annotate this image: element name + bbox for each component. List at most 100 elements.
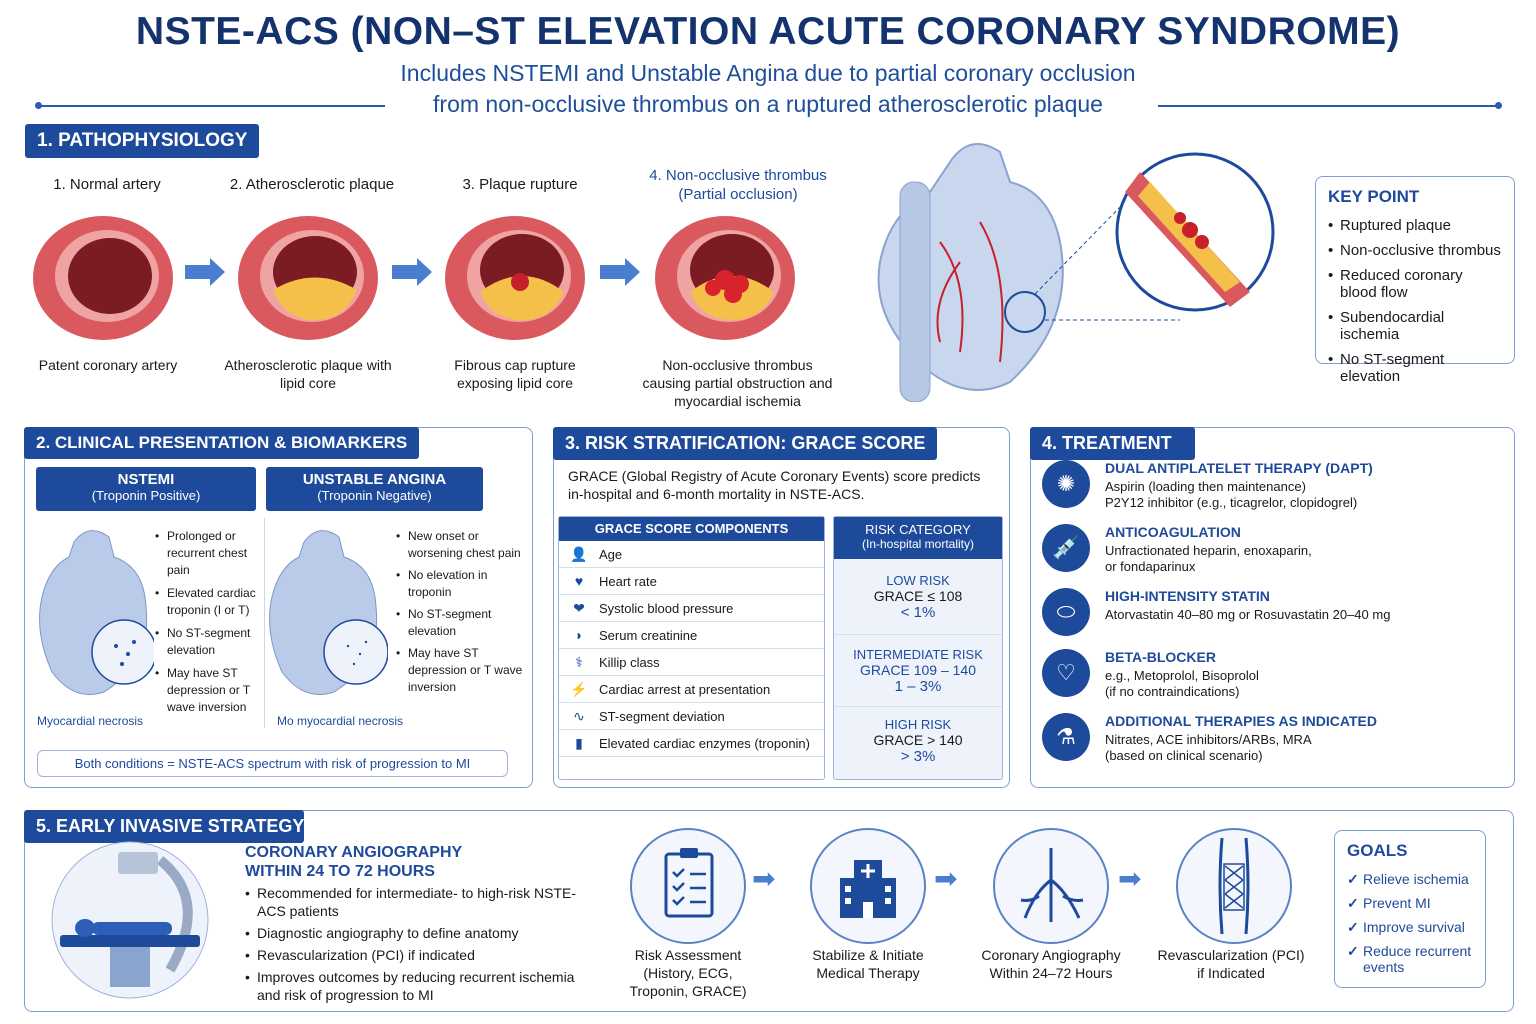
test-tube-icon: ▮ xyxy=(575,734,583,751)
grace-component-row: ❤Systolic blood pressure xyxy=(559,595,824,622)
heart-rate-icon: ♥ xyxy=(574,573,584,589)
risk-category-title: RISK CATEGORY xyxy=(865,522,971,537)
goal-item: Relieve ischemia xyxy=(1347,871,1473,888)
treatment-line1: Nitrates, ACE inhibitors/ARBs, MRA xyxy=(1105,732,1312,747)
risk-pct: > 3% xyxy=(900,748,936,765)
cath-lab-illustration xyxy=(51,841,209,999)
treatment-title: BETA-BLOCKER xyxy=(1105,649,1216,665)
grace-component-label: Age xyxy=(599,546,623,562)
goals-title: GOALS xyxy=(1347,841,1408,860)
grace-component-row: 👤 Age xyxy=(559,541,824,568)
invasive-bullet: Revascularization (PCI) if indicated xyxy=(245,946,590,964)
risk-low-cell: LOW RISK GRACE ≤ 108 < 1% xyxy=(834,559,1002,635)
invasive-bullet: Recommended for intermediate- to high-ri… xyxy=(245,884,590,920)
treatment-line2: (if no contraindications) xyxy=(1105,684,1240,699)
unstable-angina-caption: Mo myocardial necrosis xyxy=(277,714,404,728)
key-point-title: KEY POINT xyxy=(1328,187,1420,206)
flow-label-revascularization: Revascularization (PCI) if Indicated xyxy=(1157,947,1305,981)
normal-artery-illustration xyxy=(33,216,173,340)
zoomed-artery-illustration xyxy=(1115,152,1275,312)
stent-icon xyxy=(1218,837,1250,935)
treatment-line2: or fondaparinux xyxy=(1105,559,1196,574)
unstable-angina-heart-illustration xyxy=(269,530,388,695)
page-subtitle-line2: from non-occlusive thrombus on a rupture… xyxy=(433,91,1103,117)
grace-component-label: Serum creatinine xyxy=(599,627,698,643)
flow-arrow-icon: ➡ xyxy=(1118,863,1142,894)
flow-arrow-icon xyxy=(392,258,432,286)
step-label-rupture: 3. Plaque rupture xyxy=(462,176,578,193)
flow-label-stabilize: Stabilize & Initiate Medical Therapy xyxy=(812,947,924,981)
zoom-circle-small xyxy=(1004,291,1046,333)
treatment-item: ⚗ ADDITIONAL THERAPIES AS INDICATED Nitrat… xyxy=(1042,713,1502,764)
angiography-circle xyxy=(993,828,1109,944)
grace-component-row: ♥ Heart rate xyxy=(559,568,824,595)
thrombus-artery-illustration xyxy=(655,216,795,340)
rule-right xyxy=(1158,105,1498,107)
treatment-text: BETA-BLOCKER e.g., Metoprolol, Bisoprolol… xyxy=(1105,649,1259,700)
key-point-item: Reduced coronary blood flow xyxy=(1328,267,1502,301)
flow-label-risk-assessment: Risk Assessment (History, ECG, Troponin,… xyxy=(629,947,747,999)
additional-therapy-icon: ⚗ xyxy=(1042,713,1090,761)
caption-thrombus: Non-occlusive thrombus causing partial o… xyxy=(642,357,833,409)
treatment-title: ADDITIONAL THERAPIES AS INDICATED xyxy=(1105,713,1377,729)
flow-arrow-icon: ➡ xyxy=(752,863,776,894)
flow-arrow-icon: ➡ xyxy=(934,863,958,894)
clinical-footer-note: Both conditions = NSTE-ACS spectrum with… xyxy=(37,750,508,777)
nstemi-heart-illustration xyxy=(39,530,154,695)
step-label-plaque: 2. Atherosclerotic plaque xyxy=(229,176,395,193)
hospital-icon xyxy=(840,860,896,918)
risk-intermediate-cell: INTERMEDIATE RISK GRACE 109 – 140 1 – 3% xyxy=(834,635,1002,707)
invasive-bullet: Diagnostic angiography to define anatomy xyxy=(245,924,590,942)
nstemi-bullet: Prolonged or recurrent chest pain xyxy=(155,528,270,579)
treatment-line1: e.g., Metoprolol, Bisoprolol xyxy=(1105,668,1259,683)
grace-components-table: GRACE SCORE COMPONENTS 👤Age♥Heart rate❤S… xyxy=(558,516,825,780)
goal-item: Improve survival xyxy=(1347,919,1473,936)
unstable-angina-bullets: New onset or worsening chest pain No ele… xyxy=(396,528,530,696)
nstemi-bullet: Elevated cardiac troponin (I or T) xyxy=(155,585,270,619)
grace-component-row: ⚡Cardiac arrest at presentation xyxy=(559,676,824,703)
angiography-title-line2: WITHIN 24 TO 72 HOURS xyxy=(245,863,435,880)
grace-component-label: Systolic blood pressure xyxy=(599,600,734,616)
treatment-list: ✺ DUAL ANTIPLATELET THERAPY (DAPT)Aspirin… xyxy=(1042,460,1502,777)
treatment-text: ADDITIONAL THERAPIES AS INDICATED Nitrate… xyxy=(1105,713,1377,764)
treatment-panel xyxy=(1030,427,1515,788)
heart-ecg-icon: ♡ xyxy=(1042,649,1090,697)
person-icon: 👤 xyxy=(570,545,588,562)
key-point-item: Non-occlusive thrombus xyxy=(1328,242,1502,259)
section-heading-risk: 3. RISK STRATIFICATION: GRACE SCORE xyxy=(553,427,938,460)
section-heading-clinical: 2. CLINICAL PRESENTATION & BIOMARKERS xyxy=(24,427,420,459)
stabilize-circle xyxy=(810,828,926,944)
key-point-item: Subendocardial ischemia xyxy=(1328,309,1502,343)
grace-intro: GRACE (Global Registry of Acute Coronary… xyxy=(568,468,981,502)
key-point-box: KEY POINT Ruptured plaque Non-occlusive … xyxy=(1315,176,1515,385)
unstable-angina-bullet: No elevation in troponin xyxy=(396,567,530,601)
treatment-text: DUAL ANTIPLATELET THERAPY (DAPT)Aspirin … xyxy=(1105,460,1373,511)
flow-label-angiography: Coronary Angiography Within 24–72 Hours xyxy=(981,947,1121,981)
risk-pct: 1 – 3% xyxy=(894,678,942,695)
nstemi-caption: Myocardial necrosis xyxy=(37,714,144,728)
risk-grace: GRACE 109 – 140 xyxy=(860,662,976,678)
grace-component-label: Heart rate xyxy=(599,573,657,589)
clinical-divider xyxy=(264,518,265,728)
clipboard-icon xyxy=(664,848,714,918)
nstemi-bullets: Prolonged or recurrent chest pain Elevat… xyxy=(155,528,270,716)
unstable-angina-subtitle: (Troponin Negative) xyxy=(317,488,432,503)
coronary-tree-icon xyxy=(1020,848,1084,922)
grace-component-row: ⚕Killip class xyxy=(559,649,824,676)
caption-plaque: Atherosclerotic plaque with lipid core xyxy=(224,357,392,391)
treatment-line1: Unfractionated heparin, enoxaparin, xyxy=(1105,543,1312,558)
grace-component-label: Cardiac arrest at presentation xyxy=(599,681,771,697)
grace-component-label: Elevated cardiac enzymes (troponin) xyxy=(599,735,810,751)
risk-category-subtitle: (In-hospital mortality) xyxy=(861,537,975,551)
nstemi-subtitle: (Troponin Positive) xyxy=(91,488,201,503)
grace-component-row: ◗Serum creatinine xyxy=(559,622,824,649)
nstemi-bullet: May have ST depression or T wave inversi… xyxy=(155,665,270,716)
rupture-artery-illustration xyxy=(445,216,585,340)
platelet-icon: ✺ xyxy=(1042,460,1090,508)
nstemi-header: NSTEMI (Troponin Positive) xyxy=(36,467,256,511)
step-label-thrombus: 4. Non-occlusive thrombus (Partial occlu… xyxy=(649,167,827,203)
treatment-title: HIGH-INTENSITY STATIN xyxy=(1105,588,1270,604)
key-point-list: Ruptured plaque Non-occlusive thrombus R… xyxy=(1328,217,1502,385)
treatment-title: DUAL ANTIPLATELET THERAPY (DAPT) xyxy=(1105,460,1373,476)
